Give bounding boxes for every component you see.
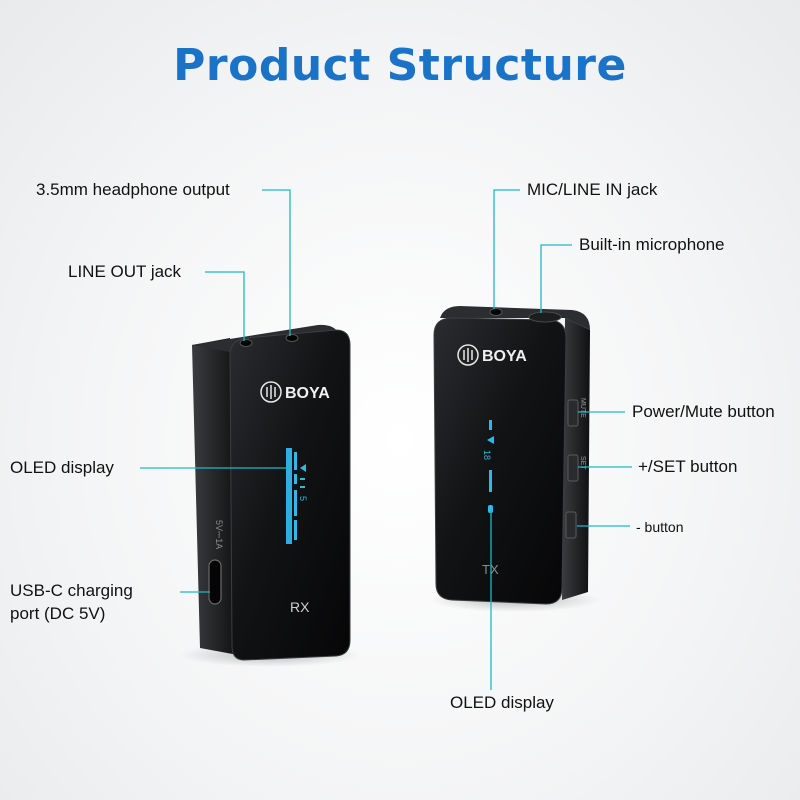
label-rx-headphone-output: 3.5mm headphone output [36, 180, 230, 199]
callout-tx-builtin-mic [540, 244, 572, 313]
label-rx-usb-c-line1: USB-C charging [10, 581, 133, 600]
page-title: Product Structure [173, 40, 627, 91]
rx-line-out-jack [239, 339, 253, 347]
rx-brand-text: BOYA [285, 385, 330, 402]
tx-brand-text: BOYA [482, 348, 527, 365]
rx-display-readout: 5 [298, 496, 308, 501]
tx-display-readout: 18 [482, 450, 492, 460]
label-tx-builtin-microphone: Built-in microphone [579, 235, 725, 254]
label-tx-mic-line-in: MIC/LINE IN jack [527, 180, 658, 199]
tx-oled-display [487, 420, 494, 513]
tx-device [433, 306, 590, 605]
label-rx-line-out: LINE OUT jack [68, 262, 182, 281]
rx-headphone-jack [285, 334, 299, 342]
label-tx-oled-display: OLED display [450, 693, 554, 712]
tx-minus-button [565, 511, 577, 539]
tx-front-face [433, 317, 567, 605]
tx-logo-circle [457, 344, 479, 366]
label-tx-power-mute: Power/Mute button [632, 402, 775, 421]
tx-builtin-microphone [528, 311, 562, 323]
callout-lines [140, 189, 632, 690]
rx-model-text: RX [290, 599, 310, 615]
callout-tx-mic-line-in [493, 189, 520, 309]
rx-oled-display [286, 448, 306, 544]
tx-mic-line-in-jack [489, 308, 503, 316]
label-rx-oled-display: OLED display [10, 458, 114, 477]
rx-usb-c-port [208, 559, 222, 605]
callout-rx-line-out [205, 271, 245, 341]
label-tx-plus-set: +/SET button [638, 457, 738, 476]
tx-power-mute-button [567, 399, 579, 427]
tx-top-face [440, 306, 590, 330]
rx-device [192, 324, 351, 661]
rx-logo-circle [260, 381, 282, 403]
rx-side-marking: 5V⎓1A [214, 520, 224, 549]
tx-plus-set-button [567, 454, 579, 482]
tx-set-marking: SET [579, 456, 586, 470]
tx-mute-marking: MUTE [579, 398, 586, 418]
label-rx-usb-c-line2: port (DC 5V) [10, 604, 106, 623]
callout-rx-headphone [262, 189, 291, 336]
rx-side-face [192, 338, 238, 655]
label-tx-minus: - button [636, 519, 684, 535]
